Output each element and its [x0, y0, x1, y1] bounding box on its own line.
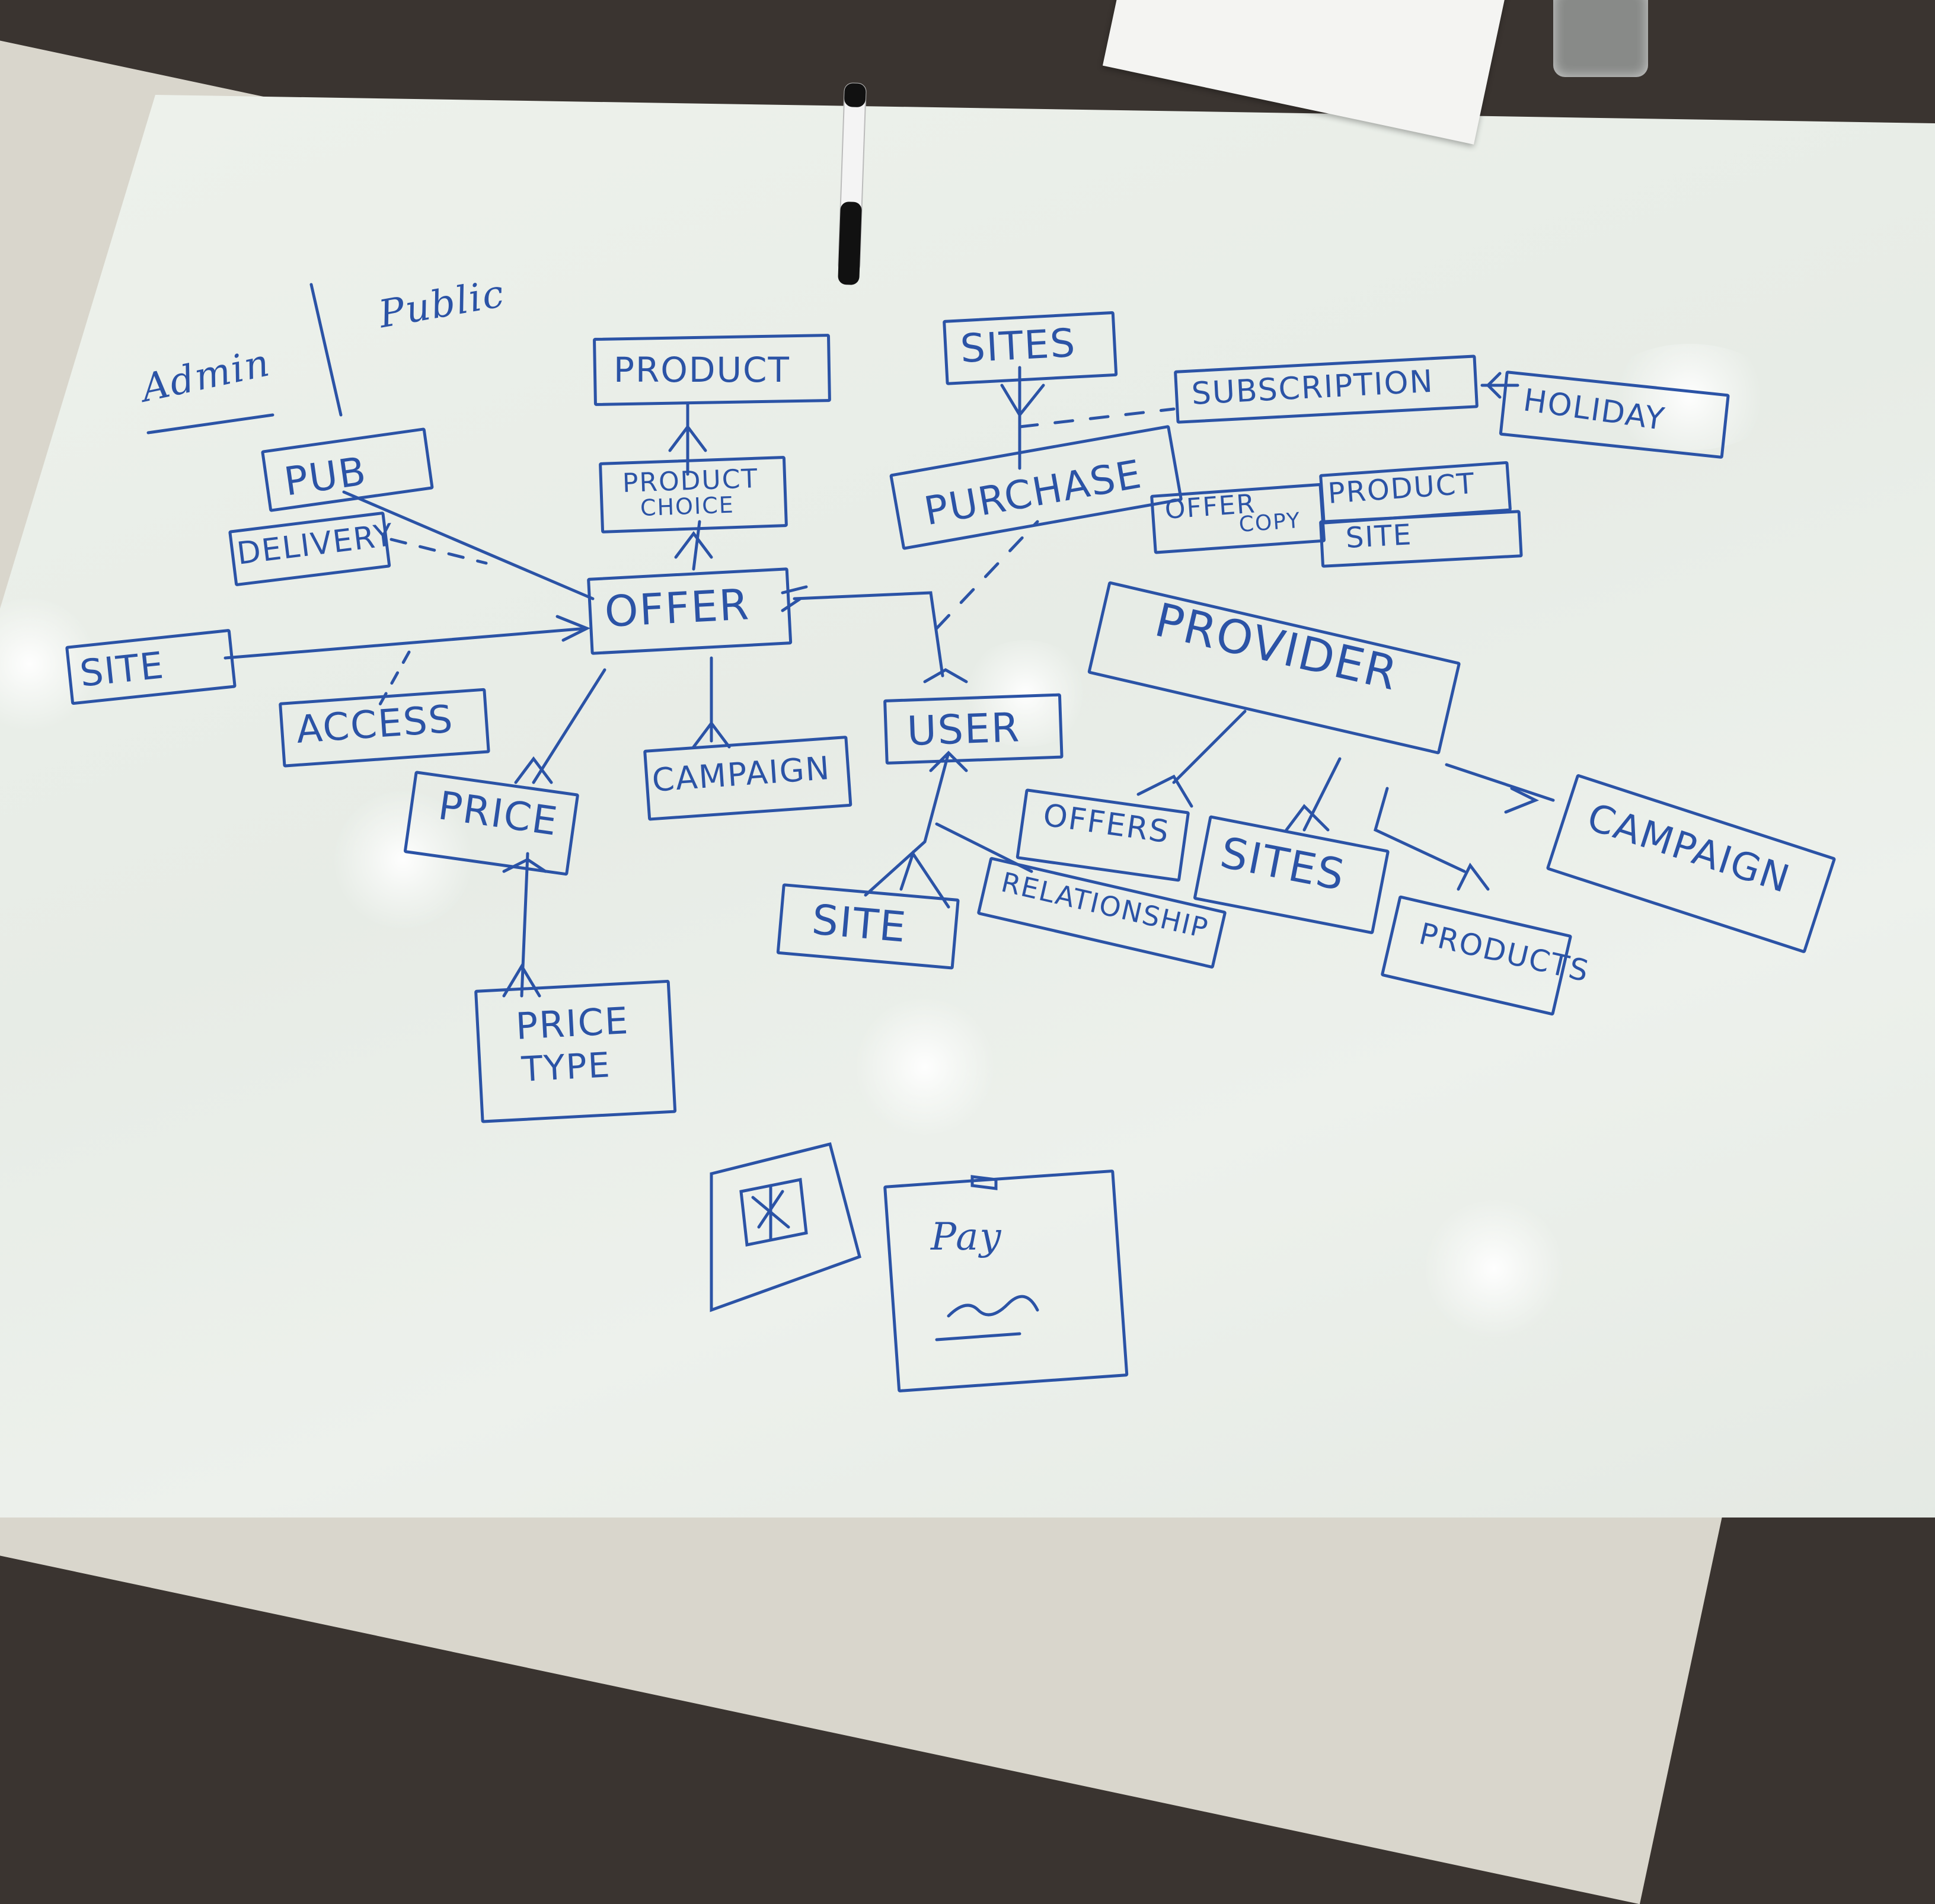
sketch-pay-label: Pay: [931, 1215, 1002, 1259]
light-glare: [854, 996, 996, 1138]
delivery-dashed: [389, 538, 488, 565]
water-glass: [1553, 0, 1648, 77]
subscription-dashed: [1018, 407, 1176, 429]
product-choice-link: [668, 401, 707, 476]
sites-purchase-link: [1000, 366, 1045, 470]
choice-offer-link: [674, 520, 713, 571]
diagram-lines: [146, 283, 1555, 1341]
admin-public-divider: [309, 283, 343, 417]
provider-offers-link: [1136, 710, 1247, 808]
provider-campaign-link: [1445, 763, 1555, 814]
provider-sites-link: [1285, 757, 1342, 832]
price-pricetype-link: [502, 852, 547, 998]
sketch-icon-frame: [710, 1142, 862, 1312]
holiday-link: [1480, 372, 1519, 399]
pub-offer-link: [342, 490, 595, 600]
sketch-squiggle: [947, 1295, 1039, 1318]
site-offer-link: [223, 615, 591, 660]
admin-underline: [146, 413, 274, 435]
sketch-doodle: [751, 1184, 790, 1241]
provider-products-link: [1374, 787, 1490, 891]
marker-pen: [838, 82, 867, 285]
access-dashed: [378, 650, 411, 707]
light-glare: [960, 640, 1091, 747]
user-site-link: [864, 750, 968, 897]
product-label: PRODUCT: [614, 350, 790, 390]
light-glare: [332, 788, 474, 931]
sketch-underline: [935, 1332, 1021, 1341]
offer-user-link: [781, 585, 944, 678]
offer-campaign-link: [692, 656, 731, 749]
offer-purchase-dashed: [935, 520, 1039, 630]
sketch-small-box: [739, 1178, 808, 1247]
light-glare: [1423, 1197, 1565, 1340]
sketch-pin: [970, 1175, 998, 1190]
offer-price-link: [514, 668, 606, 784]
user-relationship-link: [935, 822, 1033, 873]
light-glare: [1601, 344, 1778, 451]
